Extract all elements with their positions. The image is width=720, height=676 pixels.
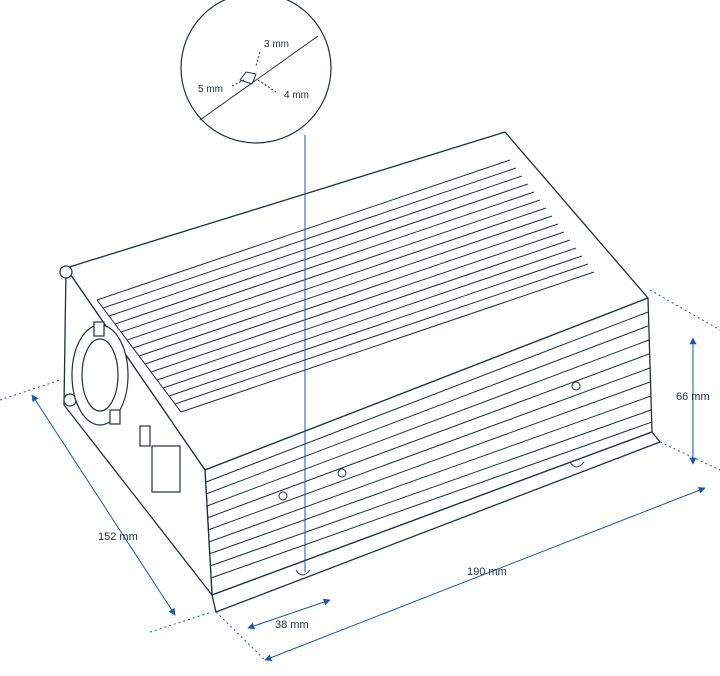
length-label: 190 mm	[467, 566, 507, 578]
slot-length-label: 4 mm	[284, 90, 309, 101]
width-label: 152 mm	[98, 531, 138, 543]
ac-socket-inner	[81, 338, 119, 412]
socket-pin-top	[93, 321, 105, 337]
slot-shape	[239, 71, 257, 85]
inverter-body	[63, 131, 661, 613]
mount-hole-top	[59, 265, 73, 279]
screw	[278, 491, 288, 501]
length-dimension-line	[264, 487, 706, 661]
slot-width-label: 3 mm	[264, 39, 289, 50]
offset-label: 38 mm	[275, 619, 309, 631]
detail-circle	[180, 0, 332, 144]
power-switch-icon	[151, 445, 181, 493]
slot-edge	[199, 35, 319, 121]
offset-dimension-line	[247, 598, 331, 630]
top-fins	[96, 159, 595, 413]
width-dimension-line	[31, 394, 176, 616]
screw	[337, 468, 347, 478]
usb-port-icon	[139, 425, 151, 447]
screw	[571, 381, 581, 391]
socket-pin-bottom	[109, 409, 121, 425]
dimension-lines	[0, 289, 720, 661]
height-label: 66 mm	[676, 391, 710, 403]
mount-detail-inset: 3 mm 5 mm 4 mm	[180, 0, 332, 144]
slot-depth-label: 5 mm	[198, 84, 223, 95]
